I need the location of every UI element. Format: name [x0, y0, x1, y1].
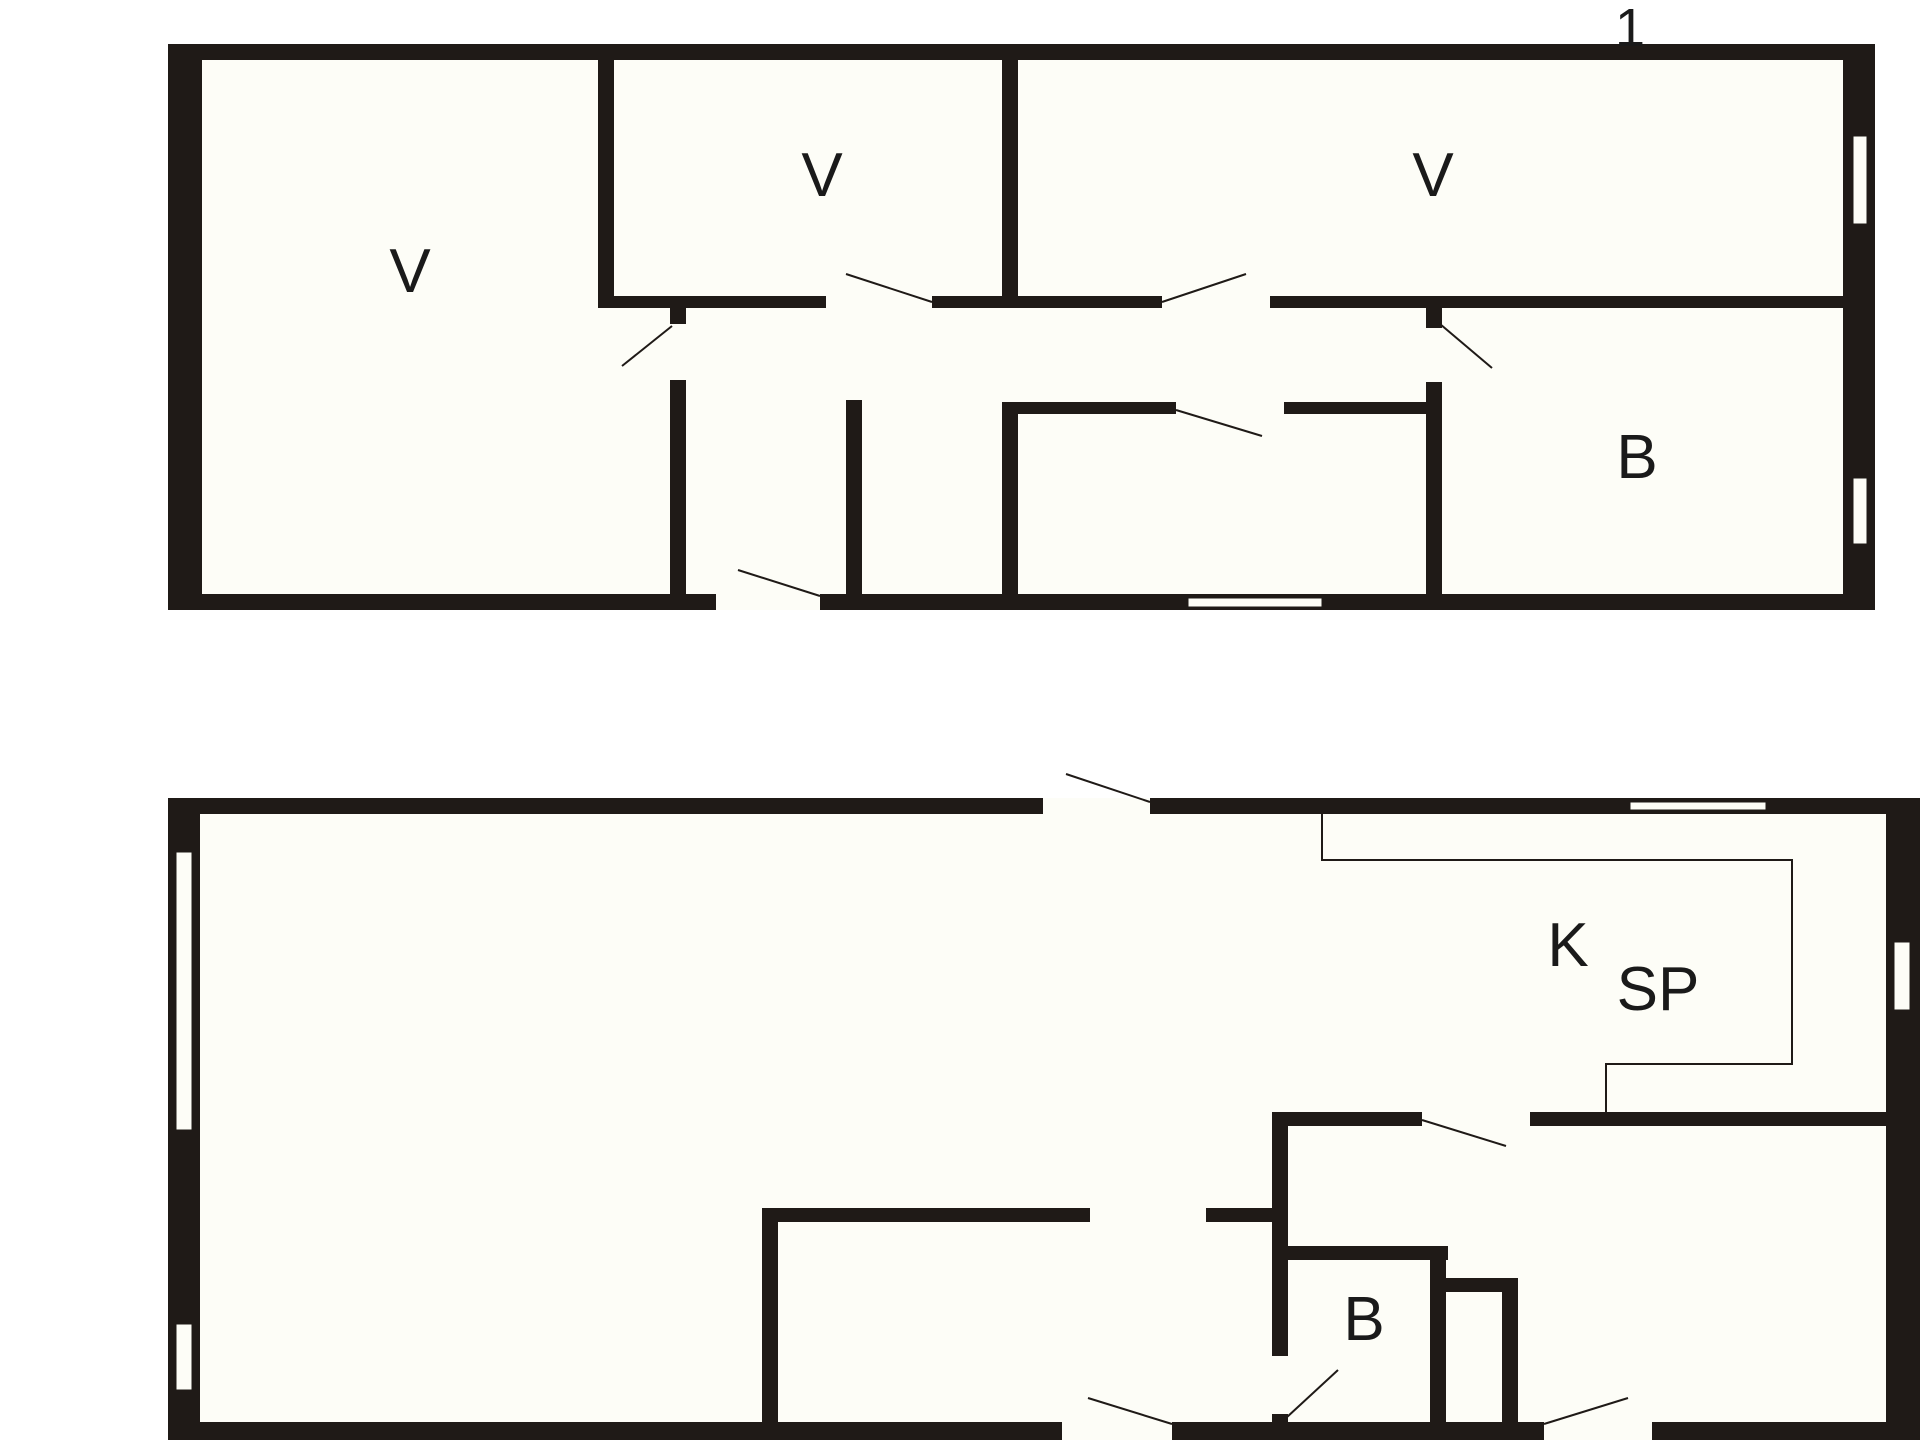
lower-windows — [175, 801, 1911, 1440]
window-lower-left-1 — [175, 851, 193, 1131]
window-lower-left-2 — [175, 1323, 193, 1391]
window-upper-bottom — [1187, 597, 1323, 608]
room-label-k: K — [1547, 911, 1588, 980]
floor-marker: 1 — [1615, 0, 1645, 58]
window-lower-right — [1893, 941, 1911, 1011]
lower-door-swings — [1065, 773, 1629, 1425]
window-upper-right-2 — [1852, 477, 1868, 545]
room-label-b-lower: B — [1343, 1285, 1384, 1354]
lower-floor: K SP B — [168, 773, 1920, 1440]
door-lower-bottom-1 — [1087, 1397, 1173, 1425]
kitchen-counter-outline — [1321, 812, 1793, 1116]
doorway-lower-bottom-2 — [1544, 1422, 1652, 1440]
door-kitchen — [1421, 1119, 1507, 1147]
room-label-v-right: V — [1412, 141, 1454, 210]
lower-outer-walls — [168, 798, 1920, 1440]
door-v-right — [1161, 273, 1247, 303]
door-v-left — [621, 325, 673, 367]
doorway-upper-entrance — [716, 594, 820, 610]
window-upper-right-1 — [1852, 135, 1868, 225]
upper-floor: V V V B 1 — [168, 0, 1875, 610]
room-label-sp: SP — [1617, 955, 1700, 1024]
upper-floor-area — [168, 50, 1875, 608]
door-b-lower — [1285, 1369, 1339, 1419]
door-b-upper — [1439, 323, 1493, 369]
doorway-lower-bottom-1 — [1062, 1422, 1172, 1440]
lower-interior-walls — [762, 1112, 1890, 1430]
upper-windows — [716, 135, 1868, 610]
room-label-v-left: V — [389, 237, 431, 306]
door-upper-entrance — [737, 569, 821, 597]
room-label-b-upper: B — [1616, 423, 1657, 492]
door-lower-bottom-2 — [1543, 1397, 1629, 1425]
door-middle-room — [1175, 409, 1263, 437]
window-lower-top — [1629, 801, 1767, 811]
door-v-middle — [845, 273, 933, 303]
door-lower-front — [1065, 773, 1151, 803]
upper-interior-walls — [598, 56, 1845, 602]
upper-door-swings — [621, 273, 1493, 597]
room-label-v-middle: V — [801, 141, 843, 210]
upper-outer-walls — [168, 44, 1875, 610]
